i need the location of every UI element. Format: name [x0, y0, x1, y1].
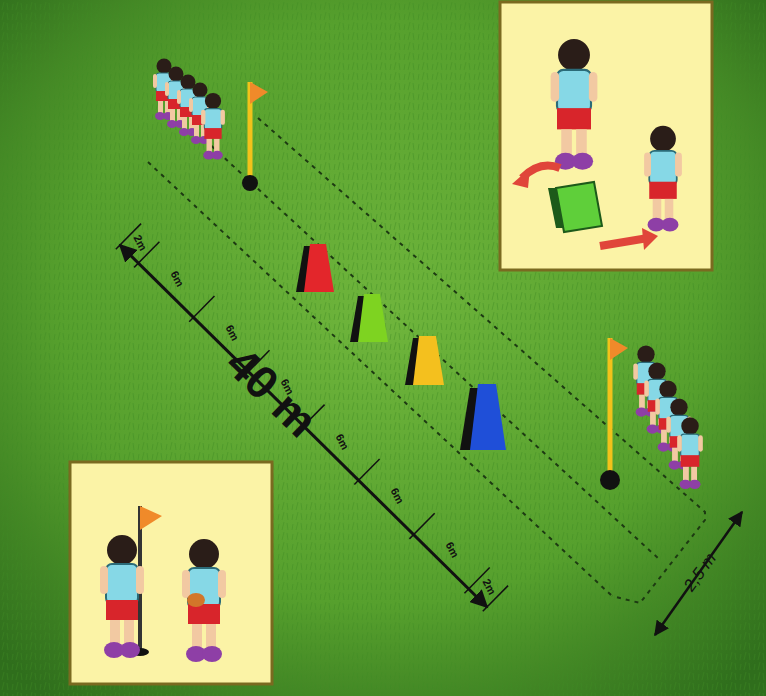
- hurdle-inset-part: [644, 126, 682, 232]
- hurdle-inset-part: [551, 39, 598, 170]
- hurdle-inset: [500, 2, 712, 270]
- width-dimension: [655, 512, 742, 635]
- hurdle-inset-part: [556, 182, 602, 232]
- blue-hurdle: [460, 384, 506, 450]
- green-hurdle: [350, 294, 388, 342]
- red-hurdle-part: [304, 244, 334, 292]
- relay-inset-part: [187, 593, 205, 607]
- hurdle-inset-part: [512, 168, 530, 188]
- length-label: 40 m: [218, 339, 325, 445]
- segment-label: 6m: [444, 541, 461, 560]
- dimension-tick: [189, 296, 214, 322]
- start-flag: [242, 82, 268, 191]
- hurdle-inset-part: [600, 238, 648, 246]
- hurdle-inset-part: [500, 2, 712, 270]
- yellow-hurdle: [405, 336, 444, 385]
- green-hurdle-part: [358, 294, 388, 342]
- start-flag-part: [242, 175, 258, 191]
- segment-label: 6m: [224, 324, 241, 343]
- width-label: 2,5 m: [681, 550, 720, 594]
- end-flag-part: [600, 470, 620, 490]
- segment-label: 6m: [334, 432, 351, 451]
- end-group-part: [677, 417, 703, 489]
- hurdle-inset-part: [642, 228, 658, 250]
- relay-inset-part: [70, 462, 272, 684]
- relay-inset-part: [140, 506, 162, 530]
- segment-label: 6m: [389, 486, 406, 505]
- start-group: [153, 59, 225, 160]
- relay-inset-part: [182, 539, 226, 662]
- start-group-part: [201, 93, 225, 160]
- end-flag: [600, 338, 628, 490]
- start-flag-part: [250, 82, 268, 104]
- yellow-hurdle-part: [413, 336, 444, 385]
- end-flag-part: [610, 338, 628, 360]
- blue-hurdle-part: [470, 384, 506, 450]
- dimension-tick: [354, 459, 379, 485]
- dimension-tick: [409, 513, 434, 539]
- segment-label: 6m: [169, 269, 186, 288]
- width-dimension-part: [655, 512, 742, 635]
- end-group: [633, 346, 703, 489]
- relay-inset: [70, 462, 272, 684]
- red-hurdle: [296, 244, 334, 292]
- segment-label: 2m: [132, 233, 149, 252]
- relay-inset-part: [100, 535, 144, 658]
- segment-label: 2m: [480, 577, 497, 596]
